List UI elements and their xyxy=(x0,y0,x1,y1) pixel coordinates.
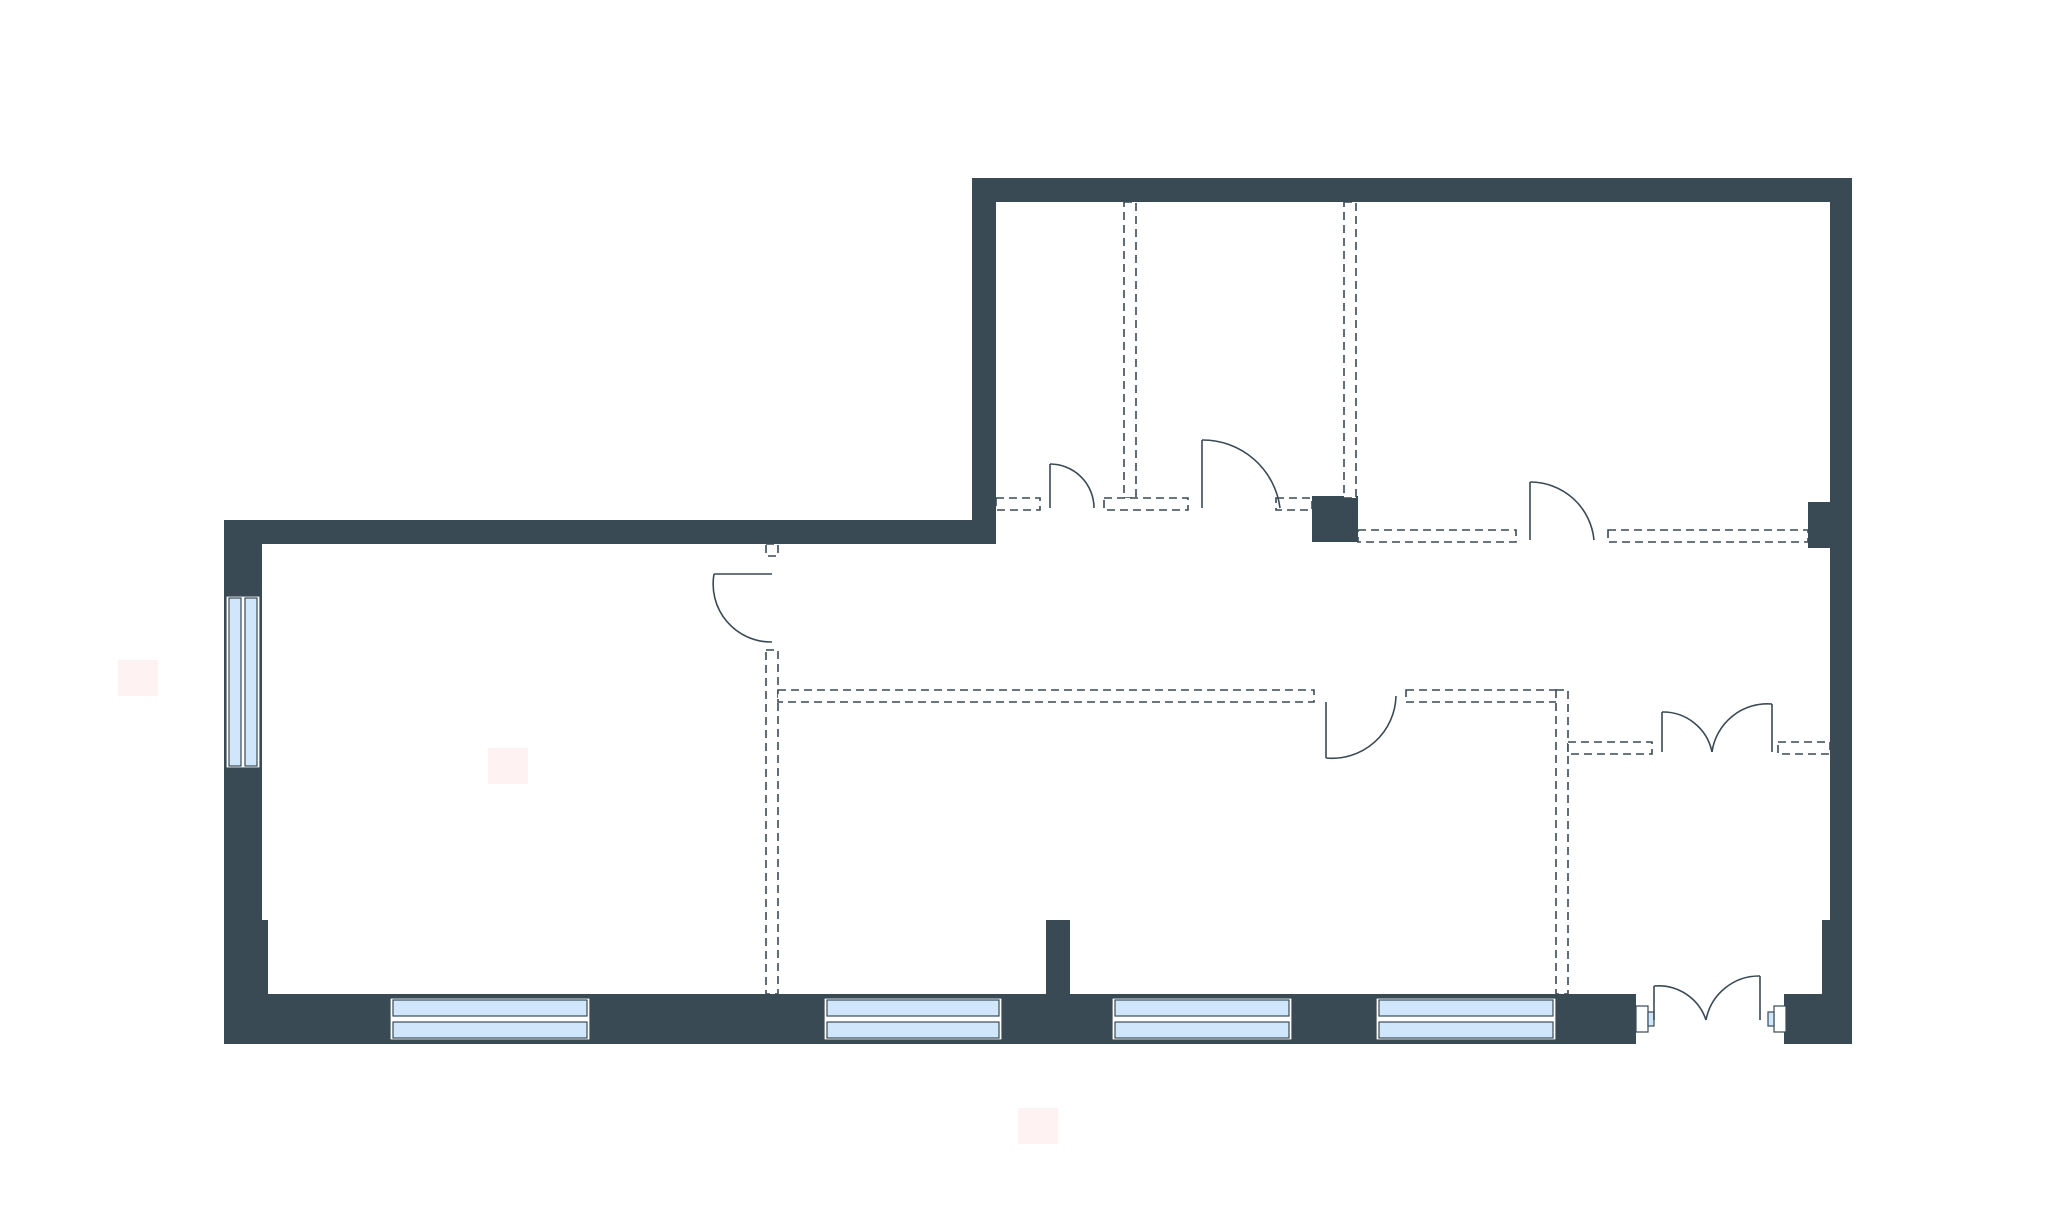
entrance-jambs xyxy=(1635,1005,1787,1033)
wall-notch-vertical xyxy=(972,178,996,544)
partition xyxy=(765,543,779,557)
window-bottom-2 xyxy=(823,997,1003,1041)
window-bottom-3 xyxy=(1111,997,1293,1041)
partition xyxy=(1777,741,1831,755)
door-1 xyxy=(1049,463,1095,509)
faint-marker xyxy=(118,660,158,696)
door-3 xyxy=(1529,481,1595,541)
partition xyxy=(765,649,779,995)
partition xyxy=(1607,529,1809,543)
wall-right-jamb xyxy=(1808,502,1832,548)
wall-right xyxy=(1830,178,1852,922)
entrance-door-double xyxy=(1653,975,1761,1021)
door-2 xyxy=(1201,439,1281,509)
wall-bottom-right xyxy=(1784,994,1852,1044)
windows xyxy=(225,595,1557,1041)
wall-left-top xyxy=(224,520,996,544)
partition xyxy=(777,689,1315,703)
partition xyxy=(1555,689,1569,995)
wall-stub xyxy=(1046,920,1070,996)
faint-marker xyxy=(488,748,528,784)
partition xyxy=(995,497,1041,511)
wall-top xyxy=(972,178,1852,202)
outer-walls xyxy=(224,178,1852,1044)
window-bottom-4 xyxy=(1375,997,1557,1041)
partition xyxy=(1343,201,1357,499)
partition xyxy=(1103,497,1189,511)
partition xyxy=(1567,741,1653,755)
window-bottom-1 xyxy=(389,997,591,1041)
partitions xyxy=(765,201,1831,995)
door-5 xyxy=(1325,695,1397,760)
window-left xyxy=(225,595,261,769)
faint-marker xyxy=(1018,1108,1058,1144)
doors xyxy=(712,439,1773,1021)
column xyxy=(1312,496,1358,542)
partition xyxy=(1275,497,1313,511)
door-4 xyxy=(712,573,773,643)
partition xyxy=(1123,201,1137,499)
faint-markers xyxy=(118,660,1058,1144)
partition xyxy=(1357,529,1517,543)
partition xyxy=(1405,689,1561,703)
door-6-double xyxy=(1661,703,1773,753)
